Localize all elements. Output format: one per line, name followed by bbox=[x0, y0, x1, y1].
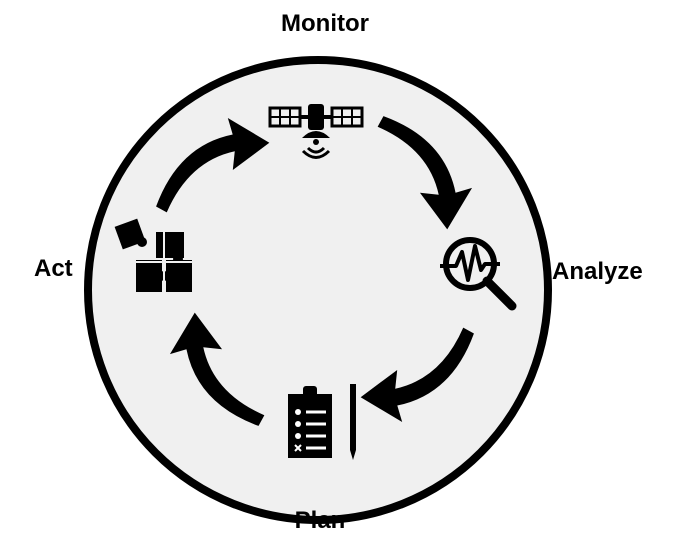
clipboard-checklist-icon bbox=[288, 384, 356, 460]
stage-label-plan: Plan bbox=[294, 507, 346, 534]
stage-label-act: Act bbox=[34, 255, 73, 282]
puzzle-pieces-icon bbox=[114, 218, 192, 292]
stage-label-monitor: Monitor bbox=[281, 10, 369, 37]
satellite-icon bbox=[268, 104, 364, 159]
stage-label-analyze: Analyze bbox=[552, 258, 643, 285]
magnifier-pulse-icon bbox=[440, 237, 517, 311]
